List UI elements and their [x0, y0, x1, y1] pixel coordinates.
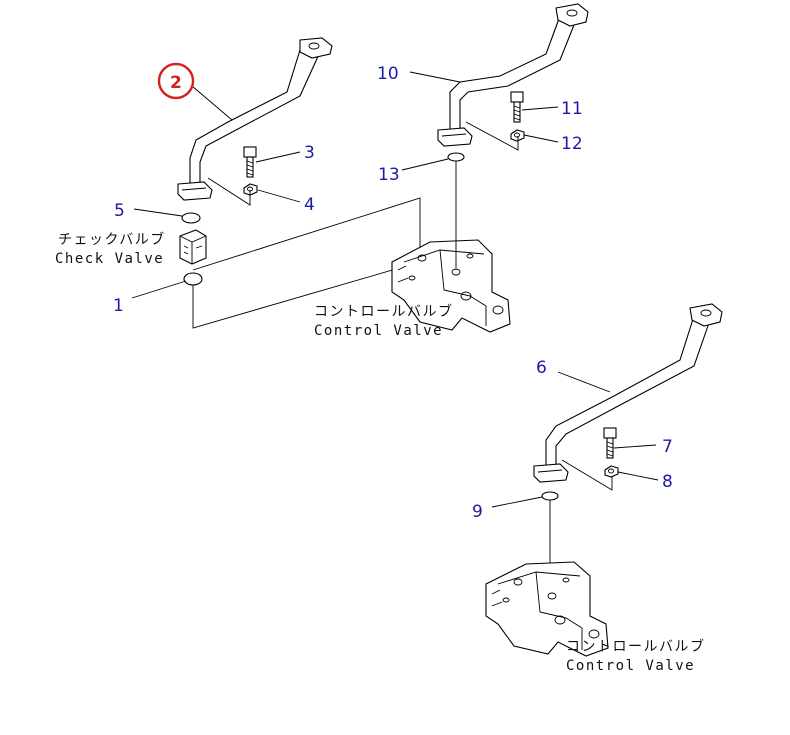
callout-6: 6	[536, 358, 547, 378]
leader-2	[191, 85, 233, 121]
callout-13: 13	[378, 165, 400, 185]
leader-13	[401, 158, 449, 171]
bolt-3	[243, 146, 257, 178]
callout-5: 5	[114, 201, 125, 221]
callout-1: 1	[113, 296, 124, 316]
washer-8	[604, 465, 619, 478]
check-valve	[179, 229, 207, 265]
tube-6-bracket-line	[561, 459, 613, 491]
check-valve-label-en: Check Valve	[55, 251, 164, 267]
leader-3	[255, 151, 301, 163]
tube-10-bracket-line	[465, 121, 519, 151]
control-valve-upper-label-jp: コントロールバルブ	[314, 303, 454, 320]
leader-8	[617, 471, 659, 481]
control-valve-upper-label-en: Control Valve	[314, 323, 443, 339]
washer-12	[510, 129, 525, 142]
tube-2	[177, 37, 333, 201]
leader-6	[557, 371, 611, 393]
callout-8: 8	[662, 472, 673, 492]
o-ring-13	[447, 152, 465, 162]
leader-9	[491, 496, 543, 508]
highlight-ring-2	[157, 62, 195, 100]
bolt-11	[510, 91, 524, 123]
tube-2-bracket-line	[207, 177, 251, 206]
callout-2: 2	[170, 73, 182, 93]
leader-4	[257, 189, 301, 203]
leader-12	[523, 134, 559, 143]
control-valve-upper	[391, 239, 511, 333]
callout-9: 9	[472, 502, 483, 522]
leader-7	[613, 444, 657, 449]
tube-6	[533, 303, 723, 483]
washer-4	[243, 183, 258, 196]
leader-1	[131, 280, 187, 299]
leader-11	[521, 106, 559, 111]
bolt-7	[603, 427, 617, 459]
control-valve-lower	[485, 561, 609, 657]
callout-12: 12	[561, 134, 583, 154]
control-valve-lower-label-en: Control Valve	[566, 658, 695, 674]
o-ring-1	[183, 272, 203, 286]
control-valve-lower-label-jp: コントロールバルブ	[566, 638, 706, 655]
callout-3: 3	[304, 143, 315, 163]
o-ring-9	[541, 491, 559, 501]
callout-11: 11	[561, 99, 583, 119]
check-valve-label-jp: チェックバルブ	[58, 231, 166, 248]
callout-10: 10	[377, 64, 399, 84]
tube-10	[437, 3, 589, 147]
o-ring-5	[181, 212, 201, 224]
callout-7: 7	[662, 437, 673, 457]
callout-4: 4	[304, 195, 315, 215]
leader-10	[409, 71, 461, 83]
leader-5	[133, 208, 183, 217]
